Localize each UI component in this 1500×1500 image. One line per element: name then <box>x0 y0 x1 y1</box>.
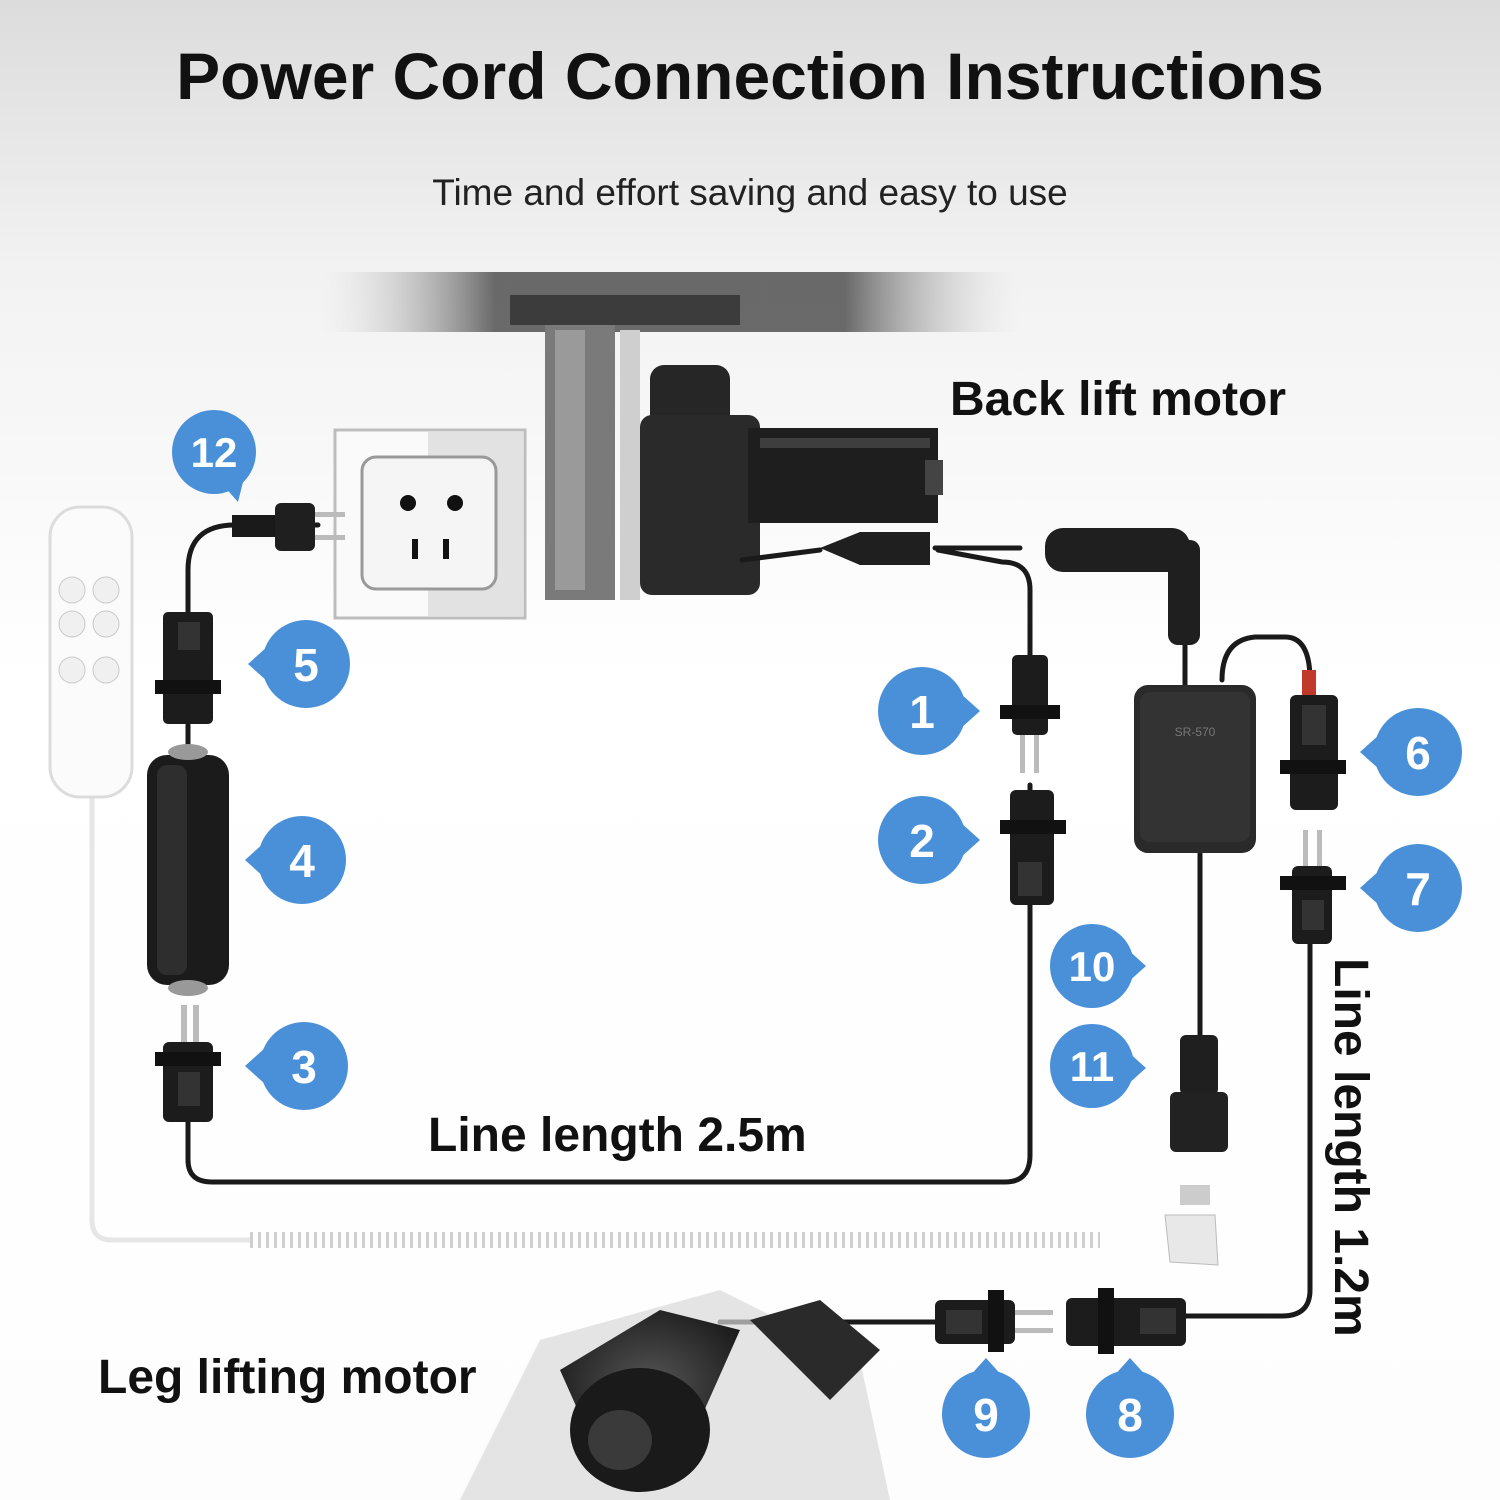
marker-12-label: 12 <box>191 429 238 476</box>
marker-4-label: 4 <box>289 835 315 887</box>
number-markers: 1 2 3 4 5 6 <box>172 410 1462 1458</box>
control-box: SR-570 <box>1134 685 1256 853</box>
marker-6-label: 6 <box>1405 727 1431 779</box>
hand-controller <box>48 505 134 799</box>
connector-3 <box>155 1005 221 1122</box>
wall-plug <box>232 503 345 551</box>
leg-lifting-motor <box>460 1290 890 1500</box>
marker-11: 11 <box>1050 1024 1146 1108</box>
marker-5-label: 5 <box>293 639 319 691</box>
marker-7: 7 <box>1360 844 1462 932</box>
marker-9-label: 9 <box>973 1389 999 1441</box>
marker-5: 5 <box>248 620 350 708</box>
marker-4: 4 <box>245 816 346 904</box>
din-plug <box>1164 1035 1228 1266</box>
back-lift-motor <box>640 365 943 595</box>
line-length-main-label: Line length 2.5m <box>428 1109 807 1162</box>
leg-lifting-motor-label: Leg lifting motor <box>98 1351 477 1404</box>
connector-8 <box>1066 1288 1186 1354</box>
marker-1-label: 1 <box>909 686 935 738</box>
back-lift-motor-label: Back lift motor <box>950 373 1287 426</box>
connector-5 <box>155 612 221 724</box>
control-box-model: SR-570 <box>1175 725 1216 739</box>
marker-11-label: 11 <box>1070 1043 1114 1090</box>
connector-7 <box>1280 830 1346 944</box>
power-adapter <box>147 744 229 996</box>
connector-9 <box>935 1290 1053 1352</box>
marker-12: 12 <box>172 410 256 502</box>
marker-8: 8 <box>1086 1358 1174 1458</box>
marker-3: 3 <box>245 1022 348 1110</box>
wall-outlet <box>333 428 527 620</box>
pendant-cord <box>89 790 250 1243</box>
marker-6: 6 <box>1360 708 1462 796</box>
cables <box>185 522 1313 1325</box>
page-title: Power Cord Connection Instructions <box>176 39 1324 113</box>
marker-8-label: 8 <box>1117 1389 1143 1441</box>
marker-10-label: 10 <box>1069 943 1116 990</box>
bed-frame <box>320 272 1020 600</box>
motor-plugs <box>820 528 1200 645</box>
marker-7-label: 7 <box>1405 863 1431 915</box>
page-subtitle: Time and effort saving and easy to use <box>432 172 1068 213</box>
line-length-short-label: Line length 1.2m <box>1324 958 1377 1337</box>
connector-6 <box>1280 670 1346 810</box>
connector-2 <box>1000 790 1066 905</box>
marker-10: 10 <box>1050 924 1146 1008</box>
marker-2-label: 2 <box>909 815 935 867</box>
marker-2: 2 <box>878 796 980 884</box>
connector-1 <box>1000 655 1060 773</box>
marker-3-label: 3 <box>291 1041 317 1093</box>
marker-1: 1 <box>878 667 980 755</box>
marker-9: 9 <box>942 1358 1030 1458</box>
